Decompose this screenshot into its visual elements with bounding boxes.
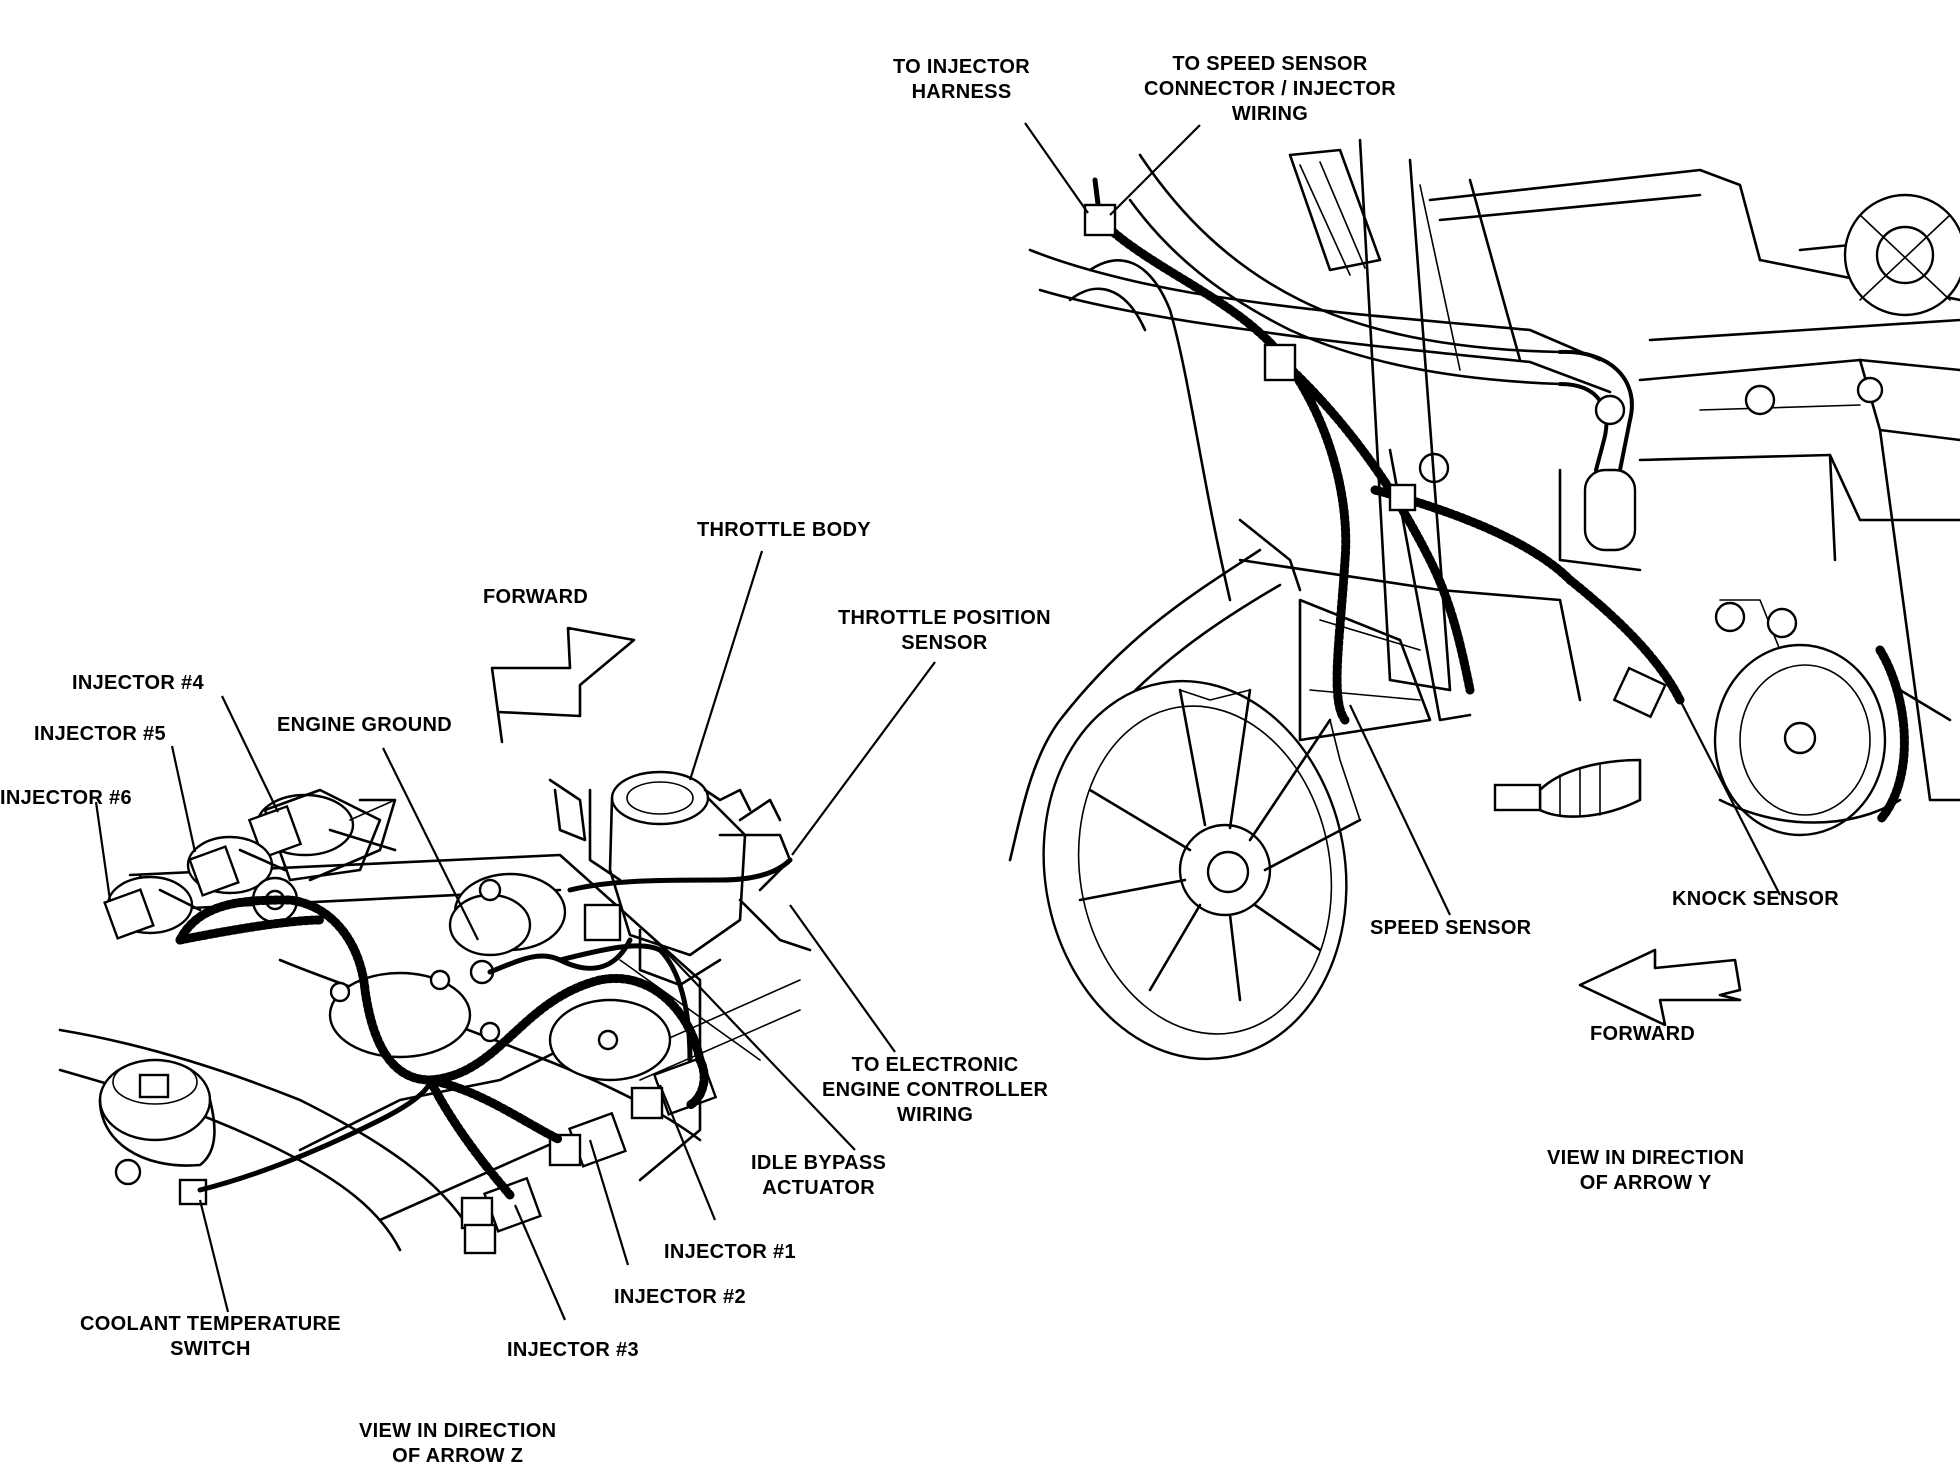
label-knock-sensor: KNOCK SENSOR bbox=[1672, 888, 1839, 910]
injector-connector-6 bbox=[103, 875, 202, 940]
coolant-switch-part bbox=[98, 1058, 216, 1206]
label-injector-5: INJECTOR #5 bbox=[34, 723, 166, 745]
label-forward-left: FORWARD bbox=[483, 586, 589, 608]
view-z-illustration bbox=[58, 770, 812, 1255]
label-injector-3: INJECTOR #3 bbox=[507, 1339, 639, 1361]
ground-stud-part bbox=[448, 878, 532, 985]
label-view-arrow-z: VIEW IN DIRECTION OF ARROW Z bbox=[359, 1420, 557, 1467]
label-idle-bypass-actuator: IDLE BYPASS ACTUATOR bbox=[751, 1152, 887, 1199]
label-forward-right: FORWARD bbox=[1590, 1023, 1696, 1045]
throttle-body-part bbox=[548, 770, 812, 987]
label-injector-4: INJECTOR #4 bbox=[72, 672, 204, 694]
label-throttle-position-sensor: THROTTLE POSITION SENSOR bbox=[838, 607, 1051, 654]
injector-connector-4 bbox=[247, 788, 397, 882]
view-y-illustration bbox=[1008, 138, 1960, 1061]
label-to-injector-harness: TO INJECTOR HARNESS bbox=[893, 56, 1031, 103]
label-speed-sensor: SPEED SENSOR bbox=[1370, 917, 1532, 939]
leader-lines bbox=[94, 122, 1781, 1321]
label-injector-2: INJECTOR #2 bbox=[614, 1286, 746, 1308]
label-injector-1: INJECTOR #1 bbox=[664, 1241, 796, 1263]
forward-arrow-left bbox=[490, 626, 636, 744]
forward-arrow-right bbox=[1578, 948, 1742, 1027]
label-coolant-temperature-switch: COOLANT TEMPERATURE SWITCH bbox=[80, 1313, 341, 1360]
label-to-electronic-engine-controller: TO ELECTRONIC ENGINE CONTROLLER WIRING bbox=[822, 1054, 1049, 1126]
injector-connector-3 bbox=[460, 1176, 542, 1255]
label-to-speed-sensor-connector: TO SPEED SENSOR CONNECTOR / INJECTOR WIR… bbox=[1144, 53, 1396, 125]
injector-connector-5 bbox=[186, 835, 287, 897]
label-injector-6: INJECTOR #6 bbox=[0, 787, 132, 809]
label-view-arrow-y: VIEW IN DIRECTION OF ARROW Y bbox=[1547, 1147, 1745, 1194]
label-engine-ground: ENGINE GROUND bbox=[277, 714, 453, 736]
injector-connector-2 bbox=[548, 1111, 627, 1168]
label-throttle-body: THROTTLE BODY bbox=[697, 519, 871, 541]
